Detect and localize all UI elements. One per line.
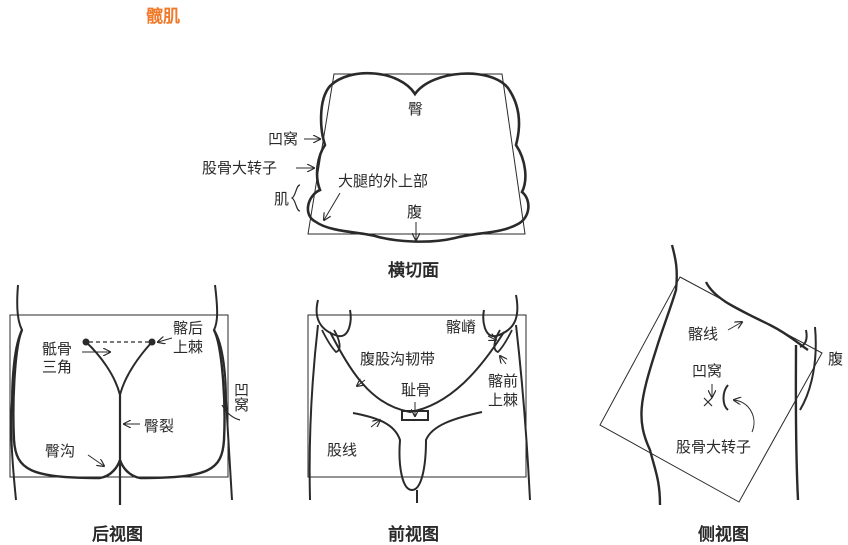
label-iliac-line: 髂线: [688, 325, 719, 343]
label-asis-1: 髂前: [488, 372, 519, 390]
label-gluteal-fold: 臀沟: [45, 442, 76, 460]
label-fossa: 凹窝: [268, 130, 299, 148]
label-fossa-side: 凹窝: [692, 362, 723, 380]
caption-back-view: 后视图: [92, 525, 143, 545]
side-view-frame: [599, 276, 823, 503]
label-psis-2: 上棘: [173, 338, 204, 356]
label-greater-trochanter: 股骨大转子: [202, 159, 278, 177]
label-inguinal-ligament: 腹股沟韧带: [360, 350, 436, 368]
label-iliac-crest: 髂嵴: [446, 318, 477, 336]
label-abdomen: 腹: [407, 203, 423, 221]
caption-side-view: 侧视图: [698, 525, 749, 545]
label-gluteal-cleft: 臀裂: [144, 417, 175, 435]
label-buttock: 臀: [408, 100, 424, 118]
cross-section-outline: [306, 71, 530, 243]
caption-cross-section: 横切面: [388, 261, 439, 281]
muscle-brace: [290, 184, 301, 212]
label-sacral-triangle-2: 三角: [42, 358, 73, 376]
label-muscle: 肌: [274, 190, 290, 208]
label-greater-trochanter-side: 股骨大转子: [676, 438, 752, 456]
label-psis-1: 髂后: [173, 319, 204, 337]
label-sacral-triangle-1: 骶骨: [42, 340, 73, 358]
caption-front-view: 前视图: [388, 525, 439, 545]
cross-section-diagram: [290, 71, 530, 243]
label-groin-line: 股线: [327, 441, 358, 459]
page-title: 髋肌: [146, 7, 180, 27]
back-view-diagram: [9, 284, 241, 505]
label-abdomen-side: 腹: [828, 350, 844, 368]
front-view-diagram: [307, 294, 531, 503]
label-pubis: 耻骨: [401, 381, 432, 399]
side-view-diagram: [599, 244, 823, 506]
label-thigh-upper-lateral: 大腿的外上部: [338, 172, 429, 190]
label-fossa-back: 凹窝: [232, 382, 250, 412]
label-asis-2: 上棘: [488, 391, 519, 409]
front-view-frame: [307, 314, 527, 478]
